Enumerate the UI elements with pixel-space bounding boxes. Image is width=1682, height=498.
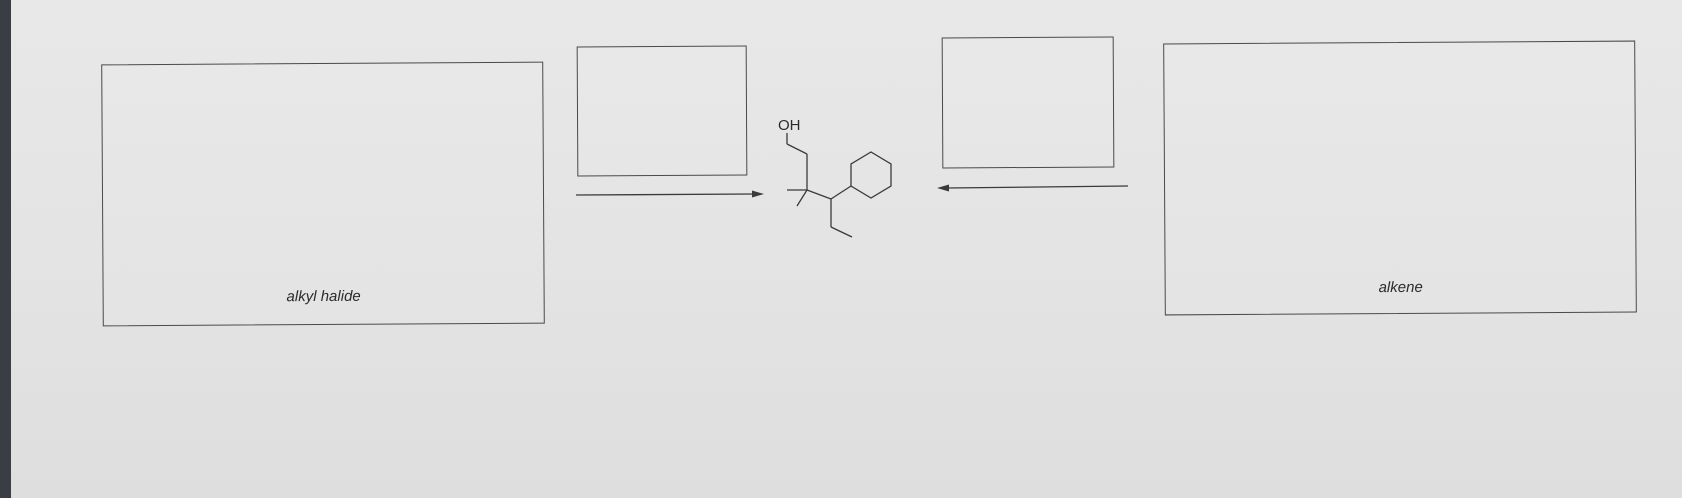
hydroxyl-label: OH: [778, 117, 801, 134]
cyclohexane-ring: [850, 151, 892, 199]
reverse-arrow-head: [937, 184, 949, 192]
alcohol-molecule: [786, 133, 892, 238]
reverse-arrow: [946, 185, 1129, 189]
window-edge: [0, 0, 11, 498]
forward-arrow: [575, 193, 755, 196]
forward-arrow-head: [752, 190, 764, 198]
